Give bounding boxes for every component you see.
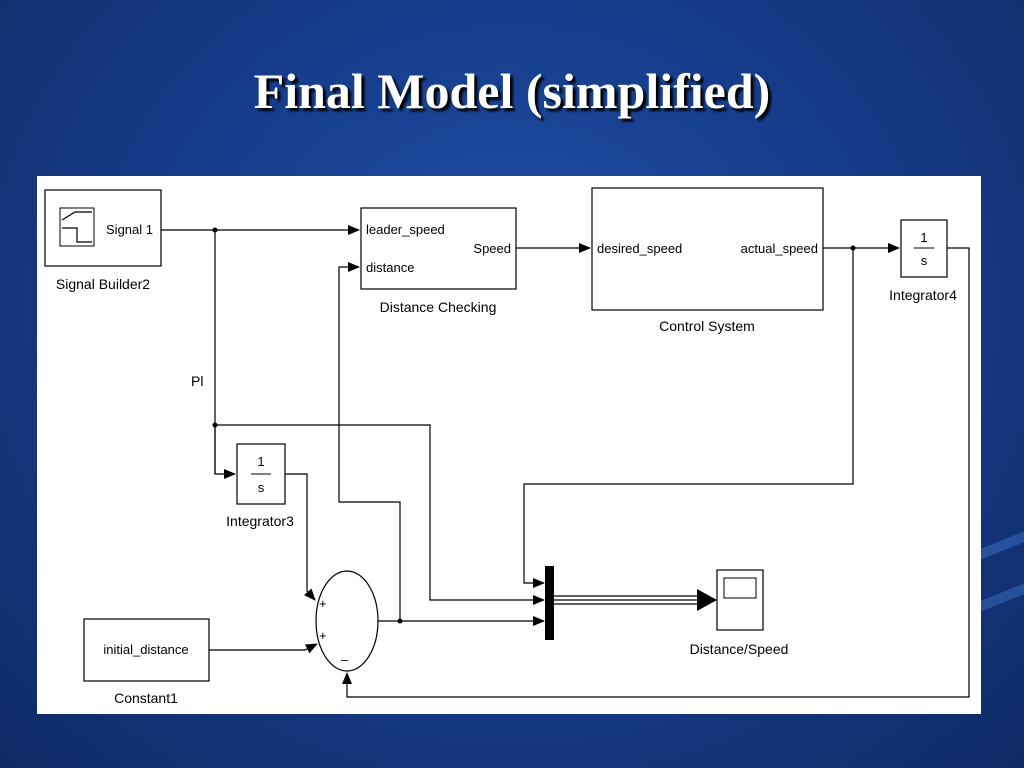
scope-screen-icon xyxy=(723,577,757,599)
junction-dot xyxy=(212,227,218,233)
line-to-mux-2[interactable] xyxy=(215,424,545,605)
constant-value: initial_distance xyxy=(103,642,188,657)
integrator4-block[interactable]: 1 s xyxy=(900,219,948,278)
integrator4-label: Integrator4 xyxy=(889,287,957,303)
integrator3-label: Integrator3 xyxy=(226,513,294,529)
arrow-scope-in xyxy=(697,589,717,611)
sum-sign-2: + xyxy=(319,628,327,643)
line-to-distance[interactable] xyxy=(338,262,401,621)
mux-block[interactable] xyxy=(545,566,554,640)
signal-lines xyxy=(161,225,970,698)
control-system-port-actual: actual_speed xyxy=(741,241,818,256)
block-diagram: Signal 1 Signal Builder2 leader_speed di… xyxy=(44,187,970,706)
slide-title: Final Model (simplified) xyxy=(253,63,771,119)
scope-label: Distance/Speed xyxy=(690,641,789,657)
distance-checking-port-leader: leader_speed xyxy=(366,222,445,237)
line-feedback-minus[interactable] xyxy=(342,247,970,698)
line-mux-scope[interactable] xyxy=(554,595,699,605)
junction-dot xyxy=(212,422,218,428)
sum-sign-3: – xyxy=(341,652,349,667)
integrator3-block[interactable]: 1 s xyxy=(236,443,286,505)
signal-builder-block[interactable]: Signal 1 xyxy=(44,189,162,267)
distance-checking-port-distance: distance xyxy=(366,260,414,275)
line-to-mux-1[interactable] xyxy=(523,248,854,588)
integrator4-numerator: 1 xyxy=(920,230,927,245)
control-system-port-desired: desired_speed xyxy=(597,241,682,256)
distance-checking-block[interactable]: leader_speed distance Speed xyxy=(360,207,517,290)
signal-builder-icon xyxy=(59,207,95,247)
line-integrator3-sum[interactable] xyxy=(285,473,316,601)
sum-sign-1: + xyxy=(319,596,327,611)
constant-block[interactable]: initial_distance xyxy=(83,618,210,682)
signal-label: Pl xyxy=(191,373,203,389)
line-constant-sum[interactable] xyxy=(209,643,318,654)
signal-builder-label: Signal Builder2 xyxy=(56,276,150,292)
integrator3-numerator: 1 xyxy=(257,454,264,469)
distance-checking-label: Distance Checking xyxy=(380,299,497,315)
line-to-integrator3[interactable] xyxy=(214,426,236,479)
junction-dot xyxy=(397,618,403,624)
diagram-panel: Signal 1 Signal Builder2 leader_speed di… xyxy=(37,176,981,714)
scope-block[interactable] xyxy=(716,569,764,631)
sum-block[interactable]: + + – xyxy=(315,570,379,672)
distance-checking-port-speed: Speed xyxy=(473,241,511,256)
signal-builder-port-out: Signal 1 xyxy=(106,222,153,237)
control-system-block[interactable]: desired_speed actual_speed xyxy=(591,187,824,311)
control-system-label: Control System xyxy=(659,318,755,334)
constant-label: Constant1 xyxy=(114,690,178,706)
junction-dot xyxy=(850,245,856,251)
integrator4-denominator: s xyxy=(921,253,928,268)
integrator3-denominator: s xyxy=(258,480,265,495)
